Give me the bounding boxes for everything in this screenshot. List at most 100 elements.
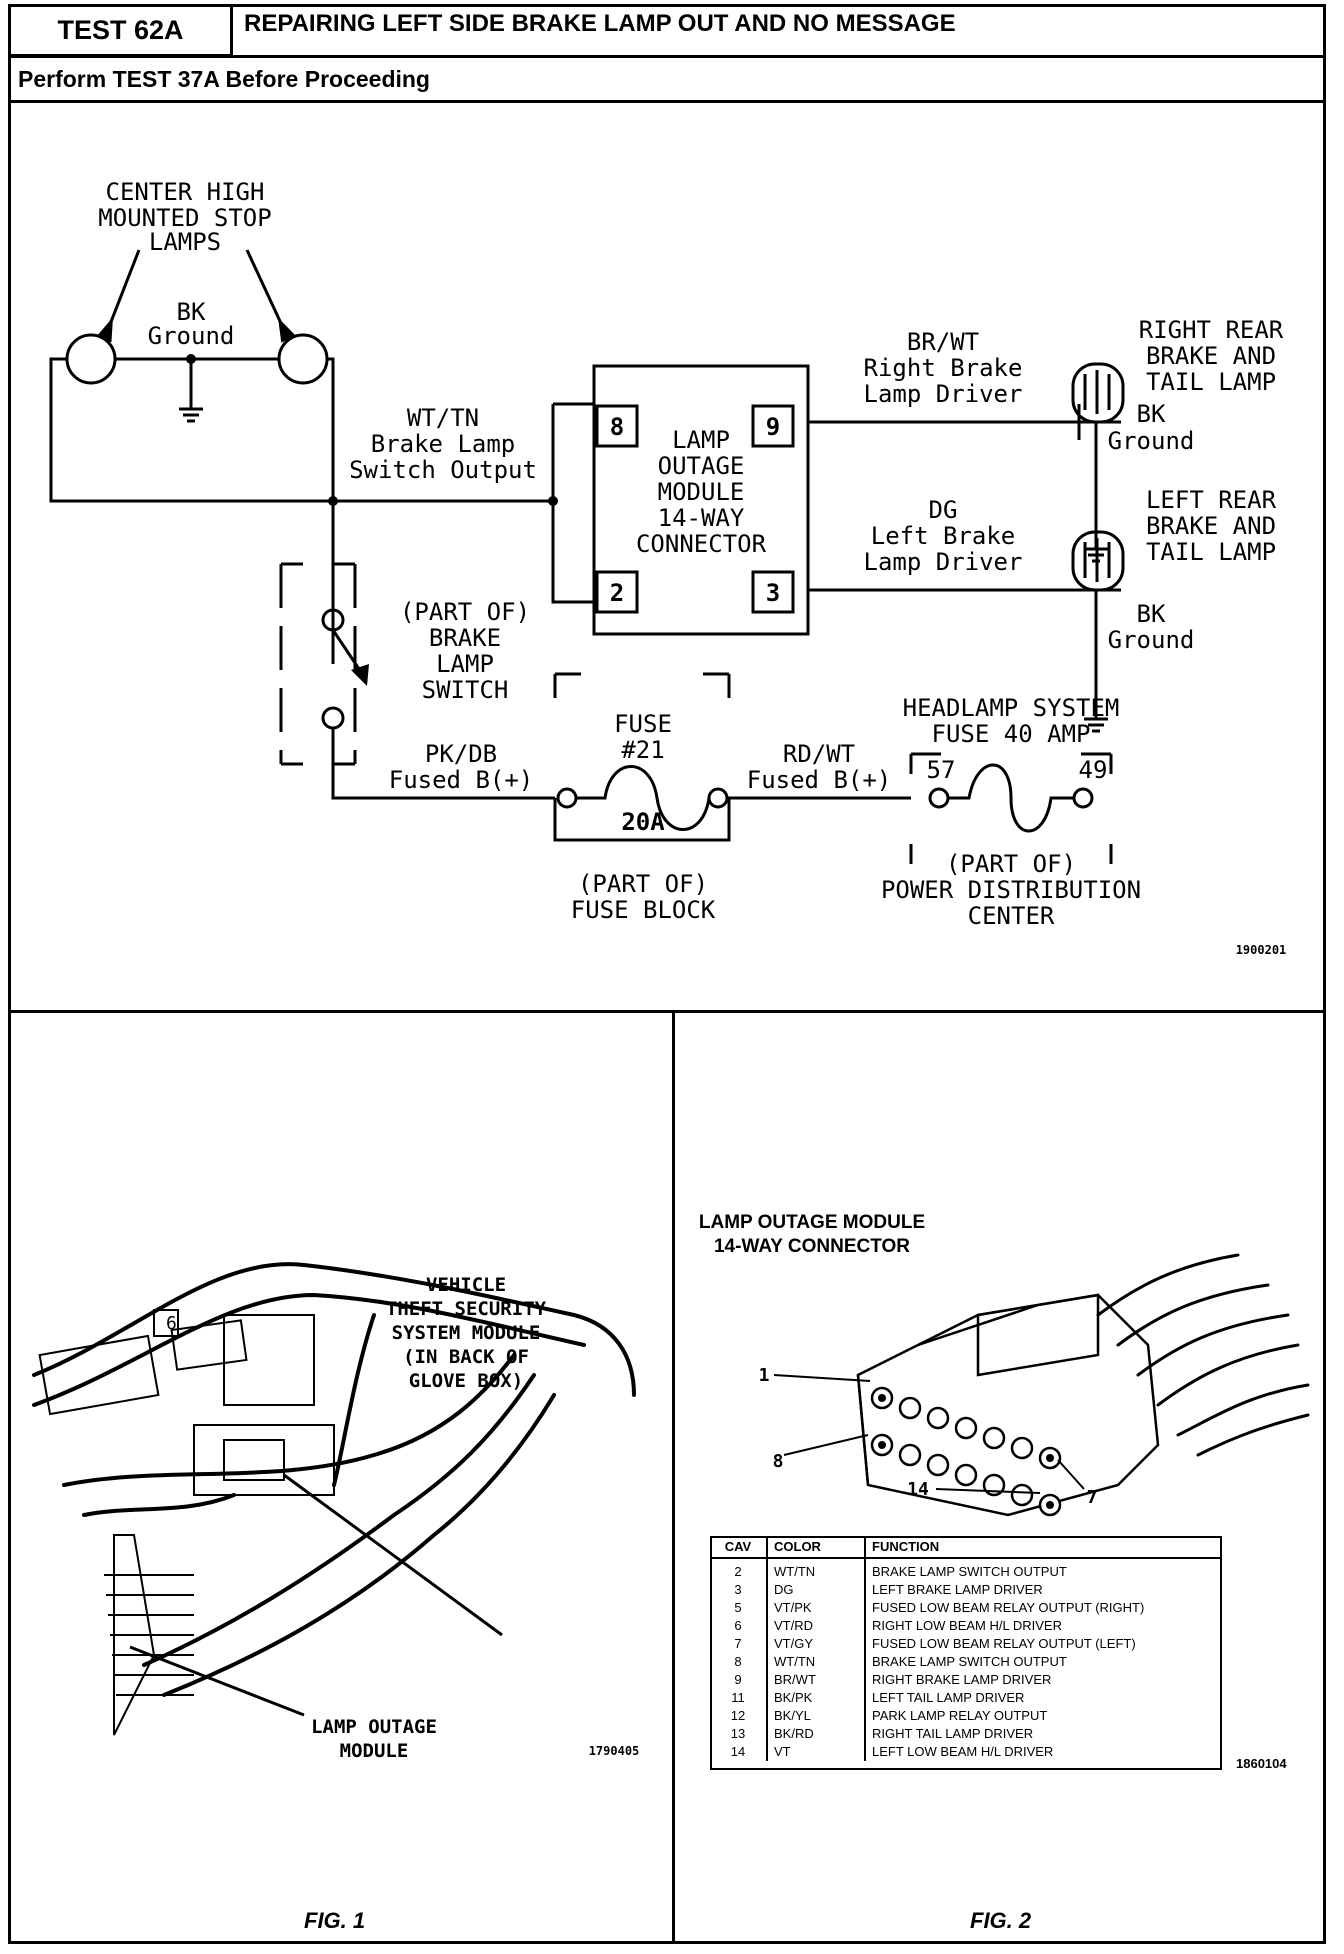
col-color: COLOR [767,1536,866,1559]
fig2-callout-1: 1 [759,1365,770,1386]
brake-switch-label-3: LAMP [436,650,494,678]
fig2-callout-8: 8 [773,1451,784,1472]
vtss-callout-1: VEHICLE [426,1274,506,1296]
fuse-block-label-2: FUSE BLOCK [571,896,716,924]
top-ground-label: Ground [148,322,235,350]
fig2-title-2: 14-WAY CONNECTOR [713,1236,911,1257]
fuse21-label-2: #21 [621,736,664,764]
function-cell: FUSED LOW BEAM RELAY OUTPUT (RIGHT) [872,1600,1145,1615]
module-label-3: MODULE [658,478,745,506]
function-cell: LEFT TAIL LAMP DRIVER [872,1690,1025,1705]
vtss-callout-2: THEFT SECURITY [386,1298,547,1320]
vtss-callout-5: GLOVE BOX) [409,1370,523,1392]
color-cell: BK/PK [767,1689,866,1707]
harness-tag: 6 [166,1313,177,1334]
pdc-label-1: (PART OF) [946,850,1076,878]
function-cell: BRAKE LAMP SWITCH OUTPUT [872,1654,1067,1669]
pre-note: Perform TEST 37A Before Proceeding [18,66,430,92]
function-cell: RIGHT TAIL LAMP DRIVER [872,1726,1034,1741]
lom-callout-2: MODULE [340,1740,409,1762]
headlamp-fuse-label-1: HEADLAMP SYSTEM [903,694,1120,722]
test-id: TEST 62A [11,7,233,57]
cav-cell: 3 [710,1581,768,1599]
cav-cell: 5 [710,1599,768,1617]
right-driver-label-2: Lamp Driver [864,380,1023,408]
fig2-code: 1860104 [1236,1756,1287,1771]
color-cell: BK/YL [767,1707,866,1725]
color-cell: VT [767,1743,866,1761]
chmsl-lamp-left-icon [65,333,117,385]
right-ground-label: Ground [1108,427,1195,455]
switch-output-label-1: Brake Lamp [371,430,516,458]
right-lamp-label-1: RIGHT REAR [1139,316,1284,344]
cav-cell: 14 [710,1743,768,1761]
left-driver-label-1: Left Brake [871,522,1016,550]
color-cell: VT/PK [767,1599,866,1617]
divider [11,100,1323,103]
function-cell: PARK LAMP RELAY OUTPUT [872,1708,1048,1723]
chmsl-lamp-right-icon [277,333,329,385]
left-lamp-label-3: TAIL LAMP [1146,538,1276,566]
fig1-illustration: 6 VEHICLE THEFT SECURITY SYSTEM MODULE (… [32,1262,639,1762]
function-cell: LEFT LOW BEAM H/L DRIVER [872,1744,1054,1759]
function-cell: RIGHT BRAKE LAMP DRIVER [872,1672,1052,1687]
switch-output-label-2: Switch Output [349,456,537,484]
module-label-5: CONNECTOR [636,530,767,558]
cav-cell: 7 [710,1635,768,1653]
chmsl-label-1: CENTER HIGH [106,178,265,206]
left-driver-color: DG [929,496,958,524]
fig1-caption: FIG. 1 [304,1908,366,1933]
pin-9: 9 [766,413,780,441]
left-driver-label-2: Lamp Driver [864,548,1023,576]
left-lamp-label-2: BRAKE AND [1146,512,1276,540]
fuse21-rating: 20A [621,808,665,836]
function-cell: LEFT BRAKE LAMP DRIVER [872,1582,1043,1597]
color-cell: BK/RD [767,1725,866,1743]
switch-output-color: WT/TN [407,404,479,432]
fig2-callout-14: 14 [907,1479,929,1500]
schematic-code: 1900201 [1236,943,1287,957]
cav-cell: 8 [710,1653,768,1671]
divider [672,1012,675,1941]
cav-cell: 9 [710,1671,768,1689]
cav-cell: 11 [710,1689,768,1707]
cav-cell: 12 [710,1707,768,1725]
pk-db-color: PK/DB [425,740,497,768]
color-cell: VT/GY [767,1635,866,1653]
test-title: REPAIRING LEFT SIDE BRAKE LAMP OUT AND N… [244,10,956,37]
divider [11,1010,1323,1013]
module-label-4: 14-WAY [658,504,745,532]
lom-callout-1: LAMP OUTAGE [311,1716,437,1738]
pk-db-label: Fused B(+) [389,766,534,794]
chmsl-label-2: MOUNTED STOP [98,204,271,232]
col-function: FUNCTION [865,1536,1222,1559]
function-cell: RIGHT LOW BEAM H/L DRIVER [872,1618,1062,1633]
right-driver-color: BR/WT [907,328,979,356]
page-frame [8,4,1326,1944]
pdc-label-2: POWER DISTRIBUTION [881,876,1141,904]
fig2-connector-illustration: 1 8 14 7 [759,1253,1310,1517]
rd-wt-color: RD/WT [783,740,855,768]
color-cell: WT/TN [767,1653,866,1671]
top-ground-color: BK [177,298,206,326]
brake-switch-label-2: BRAKE [429,624,501,652]
module-label-1: LAMP [672,426,730,454]
pin-2: 2 [610,579,624,607]
vtss-callout-4: (IN BACK OF [403,1346,529,1368]
pdc-pin-57: 57 [927,756,956,784]
color-cell: WT/TN [767,1558,866,1581]
right-driver-label-1: Right Brake [864,354,1023,382]
function-cell: FUSED LOW BEAM RELAY OUTPUT (LEFT) [872,1636,1136,1651]
divider [11,55,1323,58]
left-lamp-label-1: LEFT REAR [1146,486,1277,514]
color-cell: VT/RD [767,1617,866,1635]
headlamp-fuse-label-2: FUSE 40 AMP [932,720,1091,748]
